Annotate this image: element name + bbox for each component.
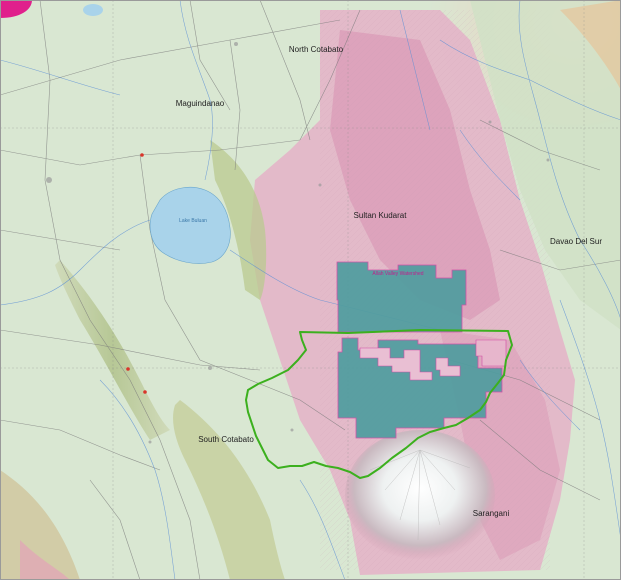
label-maguindanao: Maguindanao — [176, 99, 225, 108]
protected-area-north — [336, 261, 467, 333]
east-lowland — [470, 0, 621, 330]
label-davao-del-sur: Davao Del Sur — [550, 237, 602, 246]
lake-ridge — [210, 140, 267, 300]
northeast-peak — [560, 0, 621, 90]
southwest-ridge — [173, 400, 285, 580]
settlement-markers — [46, 42, 550, 444]
western-ridge — [55, 260, 170, 440]
corner-marker — [0, 0, 32, 18]
protected-area-cutout-1 — [359, 347, 433, 381]
protected-area-cutout-3 — [475, 339, 507, 367]
lake-label: Lake Buluan — [179, 218, 207, 224]
protected-area-label: Allah Valley Watershed — [372, 271, 423, 277]
label-north-cotabato: North Cotabato — [289, 45, 344, 54]
volcanic-peak — [345, 430, 495, 560]
watershed-boundary — [245, 329, 513, 479]
label-sultan-kudarat: Sultan Kudarat — [354, 211, 408, 220]
lake-buluan — [149, 187, 231, 264]
southwest-corner-pink — [20, 540, 70, 580]
pond — [83, 4, 103, 16]
label-south-cotabato: South Cotabato — [198, 435, 254, 444]
protected-area-cutout-2 — [435, 357, 461, 377]
label-sarangani: Sarangani — [473, 509, 510, 518]
